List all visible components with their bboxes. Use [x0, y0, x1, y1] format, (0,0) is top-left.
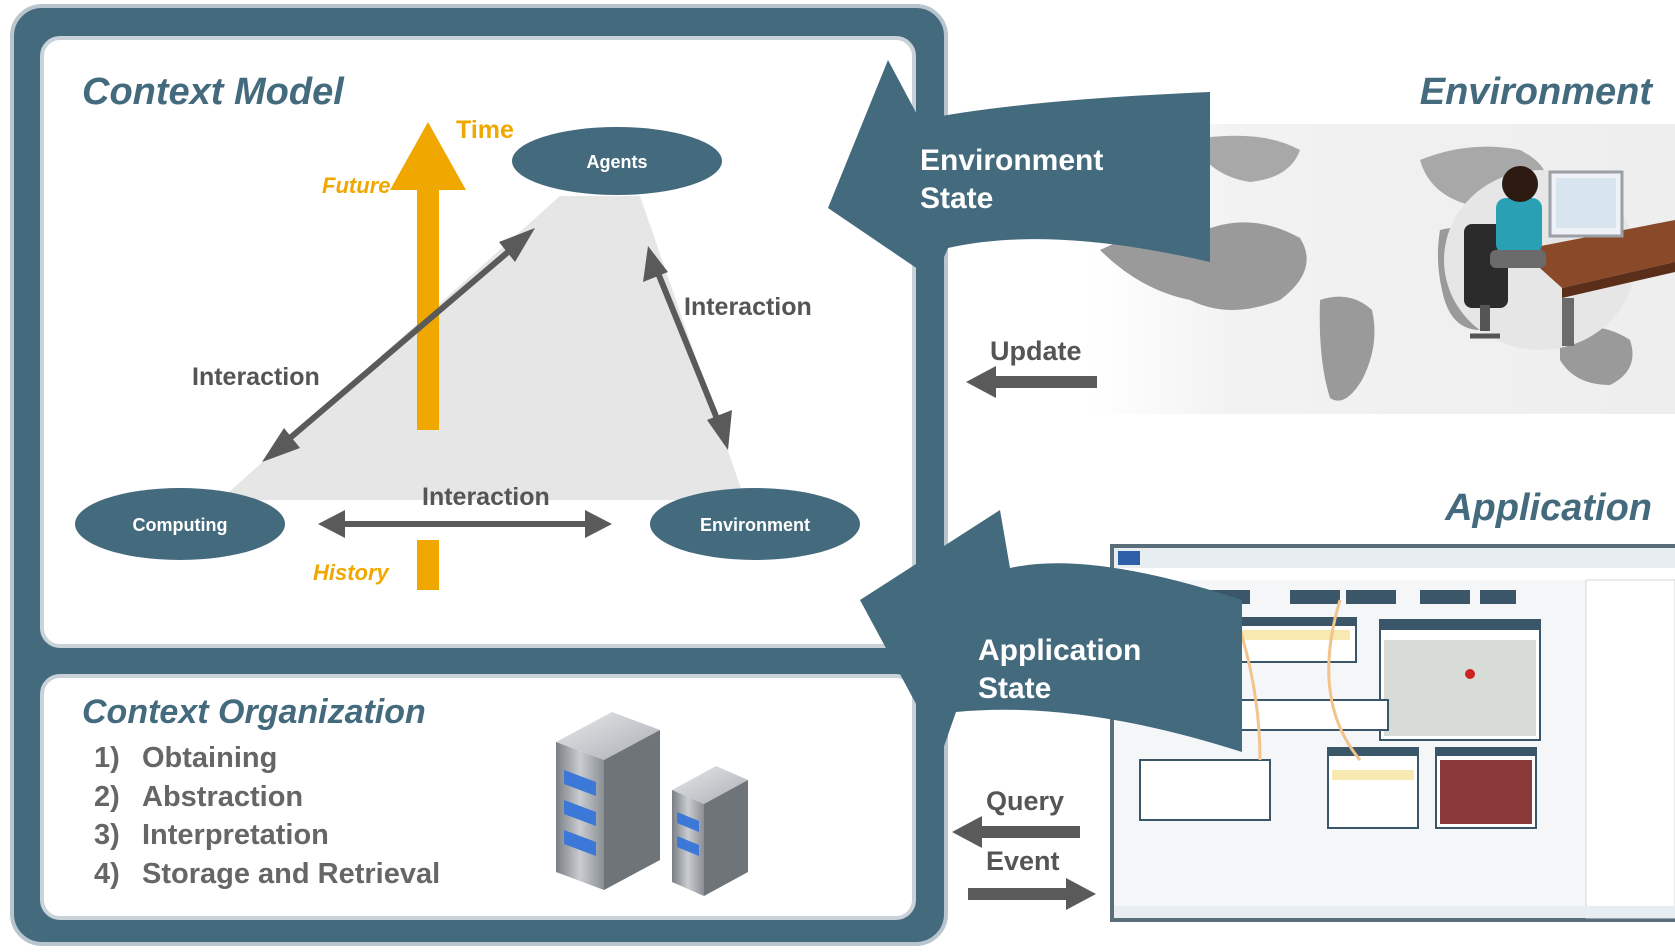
context-organization-panel: Context Organization 1) Obtaining 2) Abs…	[40, 674, 916, 920]
event-arrow	[968, 878, 1096, 910]
application-state-line1: Application	[978, 634, 1141, 667]
future-label: Future	[322, 173, 390, 198]
interaction-label-right: Interaction	[684, 293, 812, 321]
node-computing: Computing	[75, 488, 285, 560]
context-triangle	[220, 196, 745, 500]
server-small-icon	[672, 766, 748, 896]
server-icon	[556, 712, 660, 890]
node-environment-label: Environment	[700, 515, 810, 535]
application-state-line2: State	[978, 672, 1051, 705]
environment-state-line1: Environment	[920, 144, 1103, 177]
org-item-3-label: Interpretation	[142, 819, 329, 851]
event-label: Event	[986, 846, 1060, 876]
environment-state-line2: State	[920, 182, 993, 215]
environment-state-arrow	[828, 60, 1210, 280]
interaction-label-left: Interaction	[192, 363, 320, 391]
context-organization-title: Context Organization	[82, 693, 426, 731]
org-item-4-num: 4)	[94, 858, 120, 890]
time-arrow	[390, 122, 466, 590]
org-item-2-label: Abstraction	[142, 781, 303, 813]
environment-title: Environment	[1420, 71, 1654, 113]
org-item-2-num: 2)	[94, 781, 120, 813]
node-computing-label: Computing	[133, 515, 228, 535]
node-environment: Environment	[650, 488, 860, 560]
node-agents-label: Agents	[586, 152, 647, 172]
org-item-4-label: Storage and Retrieval	[142, 858, 440, 890]
application-state-arrow	[860, 510, 1242, 752]
person-at-desk-icon	[1444, 166, 1675, 350]
query-arrow	[952, 816, 1080, 848]
interaction-label-bottom: Interaction	[422, 483, 550, 511]
query-label: Query	[986, 786, 1064, 816]
interaction-arrow-left	[262, 228, 535, 462]
org-item-1-num: 1)	[94, 742, 120, 774]
interaction-arrow-bottom	[318, 510, 612, 538]
time-label: Time	[456, 116, 514, 144]
update-arrow	[966, 366, 1097, 398]
context-model-title: Context Model	[82, 71, 345, 113]
org-item-3-num: 3)	[94, 819, 120, 851]
interaction-arrow-right	[643, 246, 732, 450]
context-model-panel: Context Model Time Future History In	[40, 36, 916, 648]
application-title: Application	[1444, 487, 1652, 529]
org-item-1-label: Obtaining	[142, 742, 277, 774]
node-agents: Agents	[512, 127, 722, 195]
history-label: History	[313, 560, 391, 585]
update-label: Update	[990, 336, 1082, 366]
